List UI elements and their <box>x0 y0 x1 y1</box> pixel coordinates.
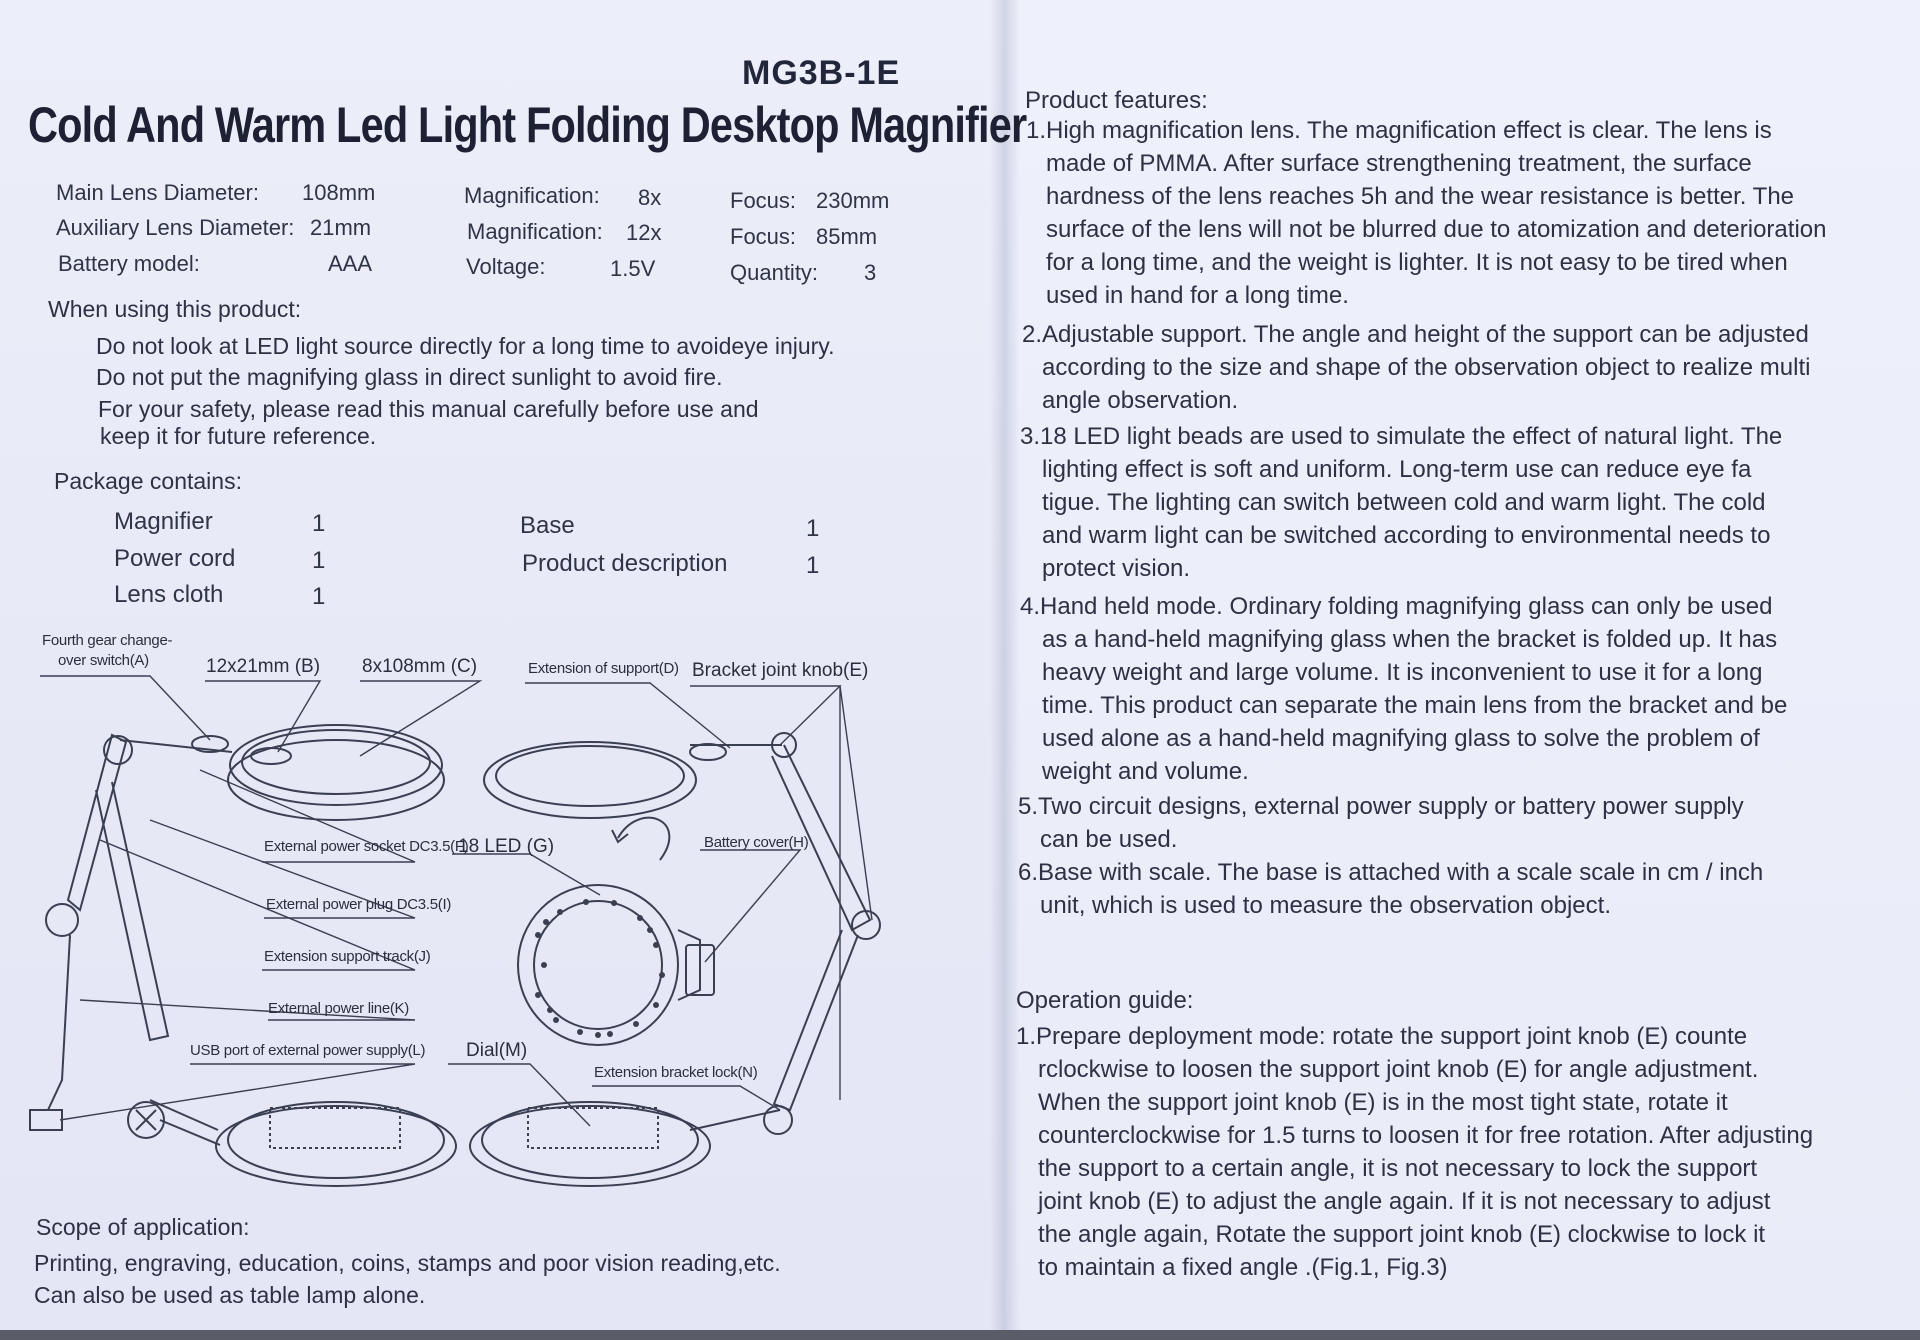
spec-main-lens-label: Main Lens Diameter: <box>56 180 259 205</box>
spec-focus2-value: 85mm <box>816 224 878 249</box>
package-item-name: Base <box>520 512 575 539</box>
callout-k: External power line(K) <box>268 1000 409 1017</box>
feature-line: can be used. <box>1040 826 1178 853</box>
spec-main-lens-value: 108mm <box>302 180 376 205</box>
callout-i: External power plug DC3.5(I) <box>266 896 452 913</box>
feature-item-5: 5.Two circuit designs, external power su… <box>1018 790 1898 856</box>
callout-f: External power socket DC3.5(F) <box>264 838 469 855</box>
feature-line: and warm light can be switched according… <box>1042 522 1771 549</box>
feature-line: protect vision. <box>1042 555 1191 582</box>
package-item-name: Product description <box>522 550 728 577</box>
spec-voltage-label: Voltage: <box>466 254 546 279</box>
product-diagram <box>29 675 881 1187</box>
feature-item-6: 6.Base with scale. The base is attached … <box>1018 856 1898 922</box>
spec-voltage-value: 1.5V <box>610 256 656 281</box>
feature-line: 5.Two circuit designs, external power su… <box>1018 793 1744 820</box>
feature-line: used in hand for a long time. <box>1046 282 1349 309</box>
spec-aux-lens-value: 21mm <box>310 215 372 240</box>
warning-line: keep it for future reference. <box>100 423 377 449</box>
package-item-name: Power cord <box>114 545 236 572</box>
spec-mag2-label: Magnification: <box>467 219 603 244</box>
feature-line: 2.Adjustable support. The angle and heig… <box>1022 321 1809 348</box>
callout-n: Extension bracket lock(N) <box>594 1064 758 1081</box>
package-heading: Package contains: <box>54 468 242 494</box>
feature-line: 3.18 LED light beads are used to simulat… <box>1020 423 1783 450</box>
scope-line2: Can also be used as table lamp alone. <box>34 1282 426 1308</box>
spec-mag1-label: Magnification: <box>464 183 600 208</box>
operation-line: joint knob (E) to adjust the angle again… <box>1038 1188 1771 1215</box>
feature-line: tigue. The lighting can switch between c… <box>1042 489 1766 516</box>
warning-line: Do not look at LED light source directly… <box>96 333 835 359</box>
callout-c: 8x108mm (C) <box>362 656 478 677</box>
callout-d: Extension of support(D) <box>528 660 679 677</box>
feature-item-2: 2.Adjustable support. The angle and heig… <box>1022 318 1902 417</box>
feature-item-1: 1.High magnification lens. The magnifica… <box>1026 114 1906 312</box>
feature-line: as a hand-held magnifying glass when the… <box>1042 626 1778 653</box>
feature-line: for a long time, and the weight is light… <box>1046 249 1788 276</box>
warning-line: For your safety, please read this manual… <box>98 396 759 422</box>
spec-focus2-label: Focus: <box>730 224 797 249</box>
feature-line: heavy weight and large volume. It is inc… <box>1042 659 1763 686</box>
callout-g: 18 LED (G) <box>458 836 555 857</box>
feature-line: according to the size and shape of the o… <box>1042 354 1811 381</box>
feature-line: lighting effect is soft and uniform. Lon… <box>1042 456 1752 483</box>
callout-switch-line1: Fourth gear change- <box>42 632 173 649</box>
operation-line: 1.Prepare deployment mode: rotate the su… <box>1016 1023 1748 1050</box>
feature-line: angle observation. <box>1042 387 1239 414</box>
spec-quantity-label: Quantity: <box>730 260 819 285</box>
feature-line: weight and volume. <box>1042 758 1249 785</box>
feature-line: 6.Base with scale. The base is attached … <box>1018 859 1764 886</box>
table-edge <box>0 1330 1920 1340</box>
package-item-qty: 1 <box>806 515 820 542</box>
feature-item-4: 4.Hand held mode. Ordinary folding magni… <box>1020 590 1900 788</box>
page-title: Cold And Warm Led Light Folding Desktop … <box>28 97 1027 153</box>
operation-line: counterclockwise for 1.5 turns to loosen… <box>1038 1122 1814 1149</box>
scope-heading: Scope of application: <box>36 1214 250 1240</box>
warnings-heading: When using this product: <box>48 296 302 322</box>
feature-line: 4.Hand held mode. Ordinary folding magni… <box>1020 593 1773 620</box>
callout-e: Bracket joint knob(E) <box>692 660 869 681</box>
spec-focus1-value: 230mm <box>816 188 890 213</box>
feature-line: surface of the lens will not be blurred … <box>1046 216 1827 243</box>
feature-line: unit, which is used to measure the obser… <box>1040 892 1611 919</box>
operation-heading: Operation guide: <box>1016 987 1194 1014</box>
spec-mag2-value: 12x <box>626 220 662 245</box>
package-item-name: Magnifier <box>114 508 213 535</box>
model-number: MG3B-1E <box>742 54 901 92</box>
package-item-qty: 1 <box>312 510 326 537</box>
callout-h: Battery cover(H) <box>704 834 809 851</box>
warning-line: Do not put the magnifying glass in direc… <box>96 364 723 390</box>
spec-focus1-label: Focus: <box>730 188 797 213</box>
callout-l: USB port of external power supply(L) <box>190 1042 426 1059</box>
spec-battery-label: Battery model: <box>58 251 200 276</box>
package-item-name: Lens cloth <box>114 581 224 608</box>
feature-line: 1.High magnification lens. The magnifica… <box>1026 117 1772 144</box>
spec-mag1-value: 8x <box>638 185 662 210</box>
operation-step-1: 1.Prepare deployment mode: rotate the su… <box>1016 1020 1906 1284</box>
spec-battery-value: AAA <box>328 251 373 276</box>
callout-j: Extension support track(J) <box>264 948 431 965</box>
spec-quantity-value: 3 <box>864 260 877 285</box>
package-item-qty: 1 <box>312 583 326 610</box>
package-item-qty: 1 <box>312 547 326 574</box>
feature-line: used alone as a hand-held magnifying gla… <box>1042 725 1760 752</box>
operation-line: the angle again, Rotate the support join… <box>1038 1221 1766 1248</box>
operation-line: to maintain a fixed angle .(Fig.1, Fig.3… <box>1038 1254 1448 1281</box>
features-heading: Product features: <box>1025 87 1208 114</box>
callout-b: 12x21mm (B) <box>206 656 321 677</box>
operation-line: rclockwise to loosen the support joint k… <box>1038 1056 1759 1083</box>
spec-aux-lens-label: Auxiliary Lens Diameter: <box>56 215 295 240</box>
callout-m: Dial(M) <box>466 1040 528 1061</box>
operation-line: When the support joint knob (E) is in th… <box>1038 1089 1728 1116</box>
operation-line: the support to a certain angle, it is no… <box>1038 1155 1758 1182</box>
scope-line1: Printing, engraving, education, coins, s… <box>34 1250 781 1276</box>
feature-line: made of PMMA. After surface strengthenin… <box>1046 150 1752 177</box>
package-item-qty: 1 <box>806 552 820 579</box>
feature-line: hardness of the lens reaches 5h and the … <box>1046 183 1795 210</box>
feature-line: time. This product can separate the main… <box>1042 692 1788 719</box>
callout-switch-line2: over switch(A) <box>58 652 149 669</box>
page-fold <box>990 0 1020 1340</box>
feature-item-3: 3.18 LED light beads are used to simulat… <box>1020 420 1900 585</box>
right-page <box>1005 0 1920 1340</box>
